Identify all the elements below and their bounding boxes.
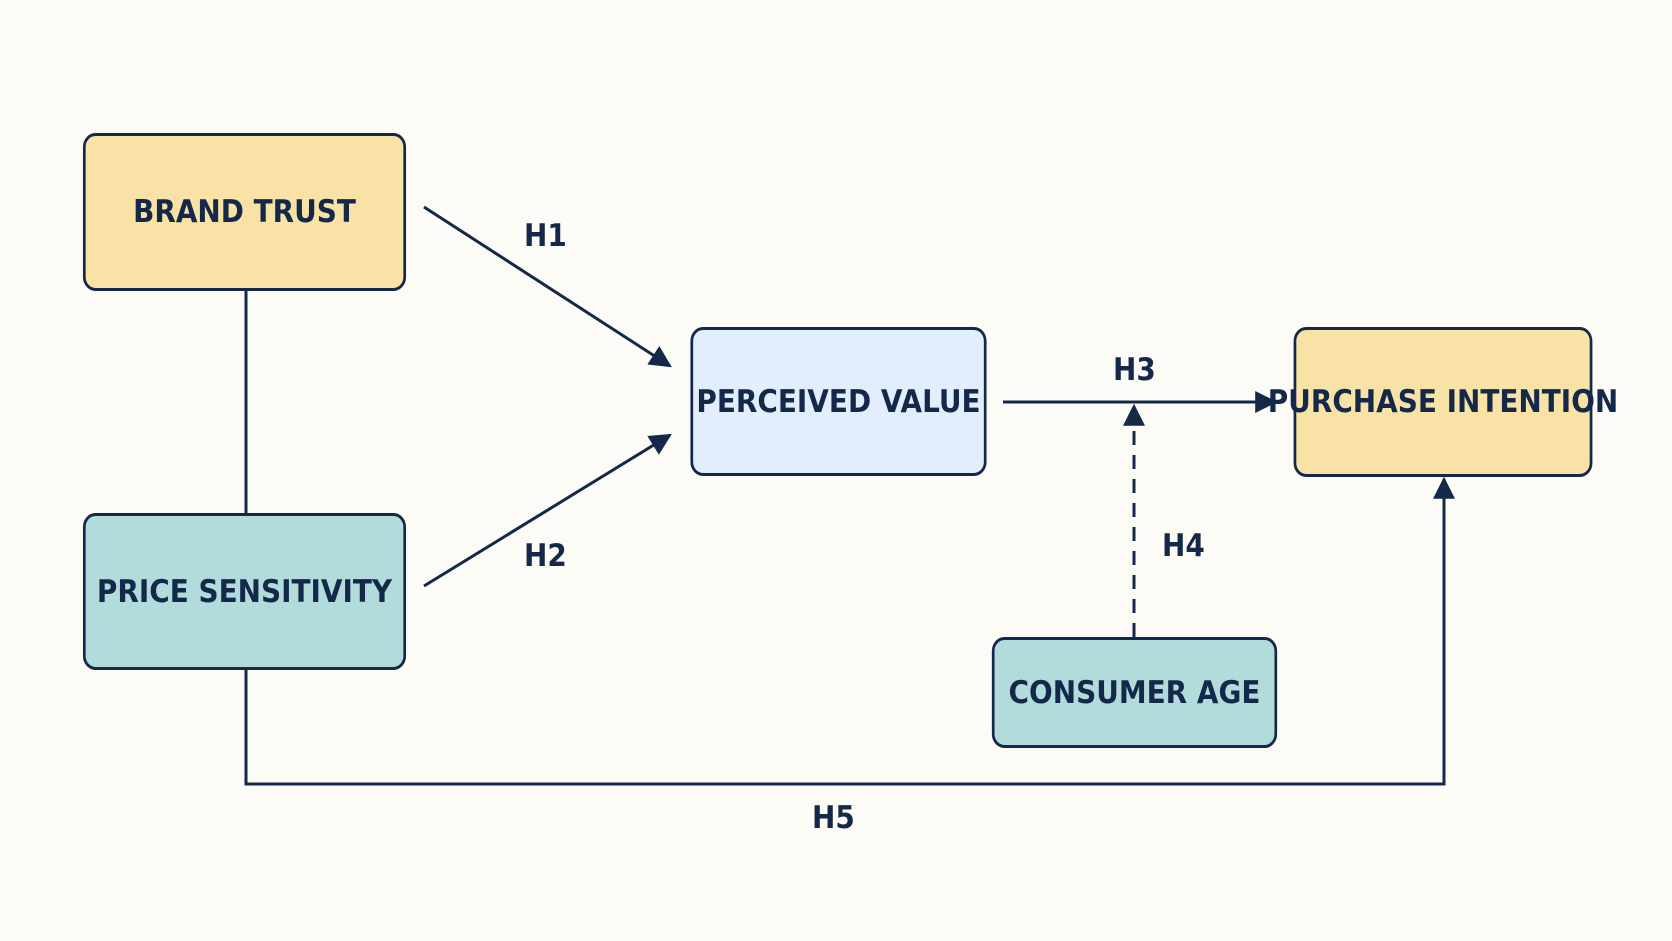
node-consumer-age: CONSUMER AGE bbox=[991, 637, 1278, 748]
node-perceived-value: PERCEIVED VALUE bbox=[690, 327, 987, 476]
node-price-sensitivity-label: PRICE SENSITIVITY bbox=[96, 573, 393, 610]
node-consumer-age-label: CONSUMER AGE bbox=[1008, 674, 1261, 711]
hypothesis-label-h4: H4 bbox=[1162, 528, 1205, 564]
node-purchase-intention-label: PURCHASE INTENTION bbox=[1267, 384, 1619, 420]
node-brand-trust-label: BRAND TRUST bbox=[133, 194, 356, 230]
h2-arrow bbox=[423, 433, 672, 588]
node-brand-trust: BRAND TRUST bbox=[82, 133, 407, 291]
hypothesis-label-h5: H5 bbox=[812, 800, 855, 836]
hypothesis-label-h1: H1 bbox=[524, 218, 567, 254]
node-perceived-value-label: PERCEIVED VALUE bbox=[696, 383, 981, 420]
node-purchase-intention: PURCHASE INTENTION bbox=[1268, 327, 1618, 477]
h5-arrow bbox=[244, 476, 1455, 786]
h1-arrow bbox=[423, 205, 672, 368]
hypothesis-label-h2: H2 bbox=[524, 538, 567, 574]
node-price-sensitivity: PRICE SENSITIVITY bbox=[82, 513, 407, 670]
hypothesis-label-h3: H3 bbox=[1113, 352, 1156, 388]
